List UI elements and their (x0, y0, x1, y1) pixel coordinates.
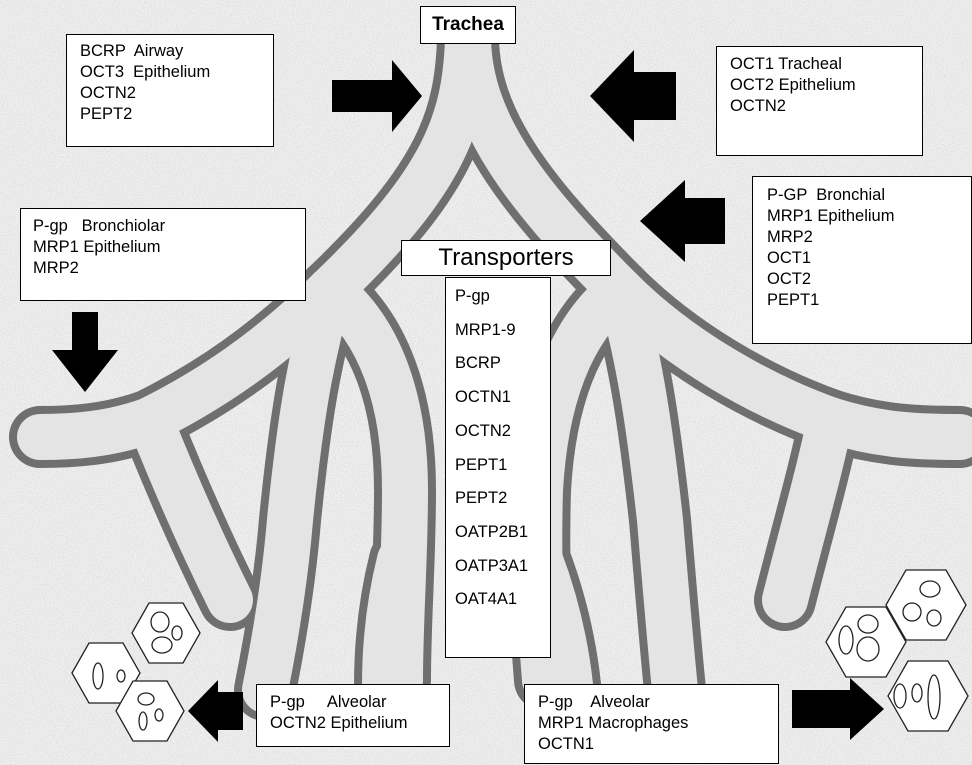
transporter-item: PEPT2 (455, 489, 508, 508)
bronchial-epithelium-box: P-GP Bronchial MRP1 Epithelium MRP2 OCT1… (752, 176, 972, 344)
box-line: OCTN1 (538, 735, 594, 753)
box-line: P-gp Bronchiolar (33, 217, 166, 235)
arrow-down-bronchiolar (52, 312, 118, 392)
transporter-item: OAT4A1 (455, 590, 518, 609)
bronchiolar-epithelium-box: P-gp Bronchiolar MRP1 Epithelium MRP2 (20, 208, 306, 301)
arrow-left-alveolar (188, 680, 243, 742)
alveolar-epithelium-box: P-gp Alveolar OCTN2 Epithelium (256, 684, 450, 747)
box-line: MRP1 Epithelium (767, 207, 895, 225)
box-line: P-gp Alveolar (270, 693, 387, 711)
airway-epithelium-box: BCRP Airway OCT3 Epithelium OCTN2 PEPT2 (66, 34, 274, 147)
transporter-item: P-gp (455, 287, 490, 305)
box-line: OCT1 (767, 249, 812, 267)
box-line: MRP1 Epithelium (33, 238, 161, 256)
box-line: MRP2 (767, 228, 813, 246)
box-line: OCTN2 (80, 84, 136, 102)
box-line: P-GP Bronchial (767, 186, 885, 204)
transporter-item: OATP2B1 (455, 522, 529, 541)
arrow-left-bronchial (640, 180, 725, 262)
box-line: OCT1 Tracheal (730, 55, 842, 73)
transporter-item: OCTN2 (455, 421, 511, 440)
trachea-label: Trachea (432, 14, 504, 35)
box-line: PEPT2 (80, 105, 133, 123)
arrow-right-macrophages (792, 678, 884, 740)
arrow-right-airway (332, 60, 422, 132)
transporter-item: OATP3A1 (455, 556, 529, 575)
trachea-title: Trachea (420, 6, 516, 44)
arrow-left-tracheal (590, 50, 676, 142)
transporter-item: PEPT1 (455, 455, 508, 474)
transporters-label: Transporters (438, 244, 574, 271)
box-line: P-gp Alveolar (538, 693, 650, 711)
alveolar-cells-left (71, 602, 201, 742)
transporter-item: BCRP (455, 354, 501, 373)
tracheal-epithelium-box: OCT1 Tracheal OCT2 Epithelium OCTN2 (716, 46, 923, 156)
box-line: PEPT1 (767, 291, 820, 309)
alveolar-cells-right (825, 569, 969, 732)
box-line: OCTN2 (730, 97, 786, 115)
box-line: OCTN2 Epithelium (270, 714, 408, 732)
box-line: OCT2 (767, 270, 812, 288)
box-line: MRP2 (33, 259, 79, 277)
transporters-list: P-gp MRP1-9 BCRP OCTN1 OCTN2 PEPT1 PEPT2… (445, 277, 551, 658)
transporters-heading: Transporters (401, 240, 611, 276)
box-line: BCRP Airway (80, 42, 184, 60)
transporter-item: OCTN1 (455, 388, 511, 407)
alveolar-macrophages-box: P-gp Alveolar MRP1 Macrophages OCTN1 (524, 684, 779, 764)
box-line: MRP1 Macrophages (538, 714, 689, 732)
box-line: OCT3 Epithelium (80, 63, 211, 81)
transporter-item: MRP1-9 (455, 320, 516, 339)
box-line: OCT2 Epithelium (730, 76, 856, 94)
